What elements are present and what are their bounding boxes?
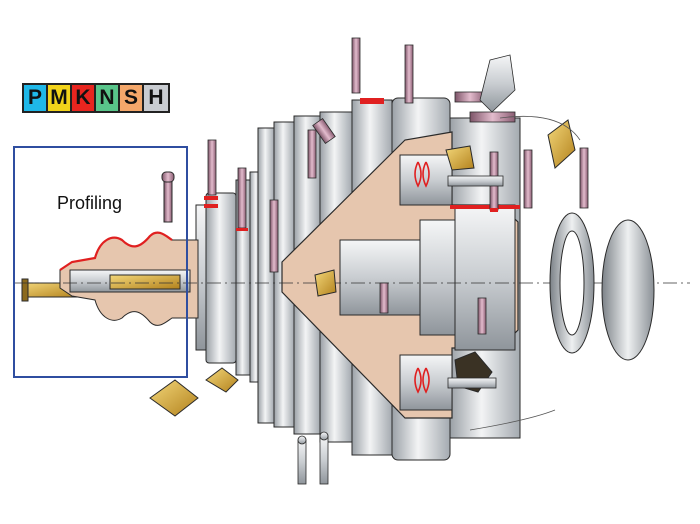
profiling-shaft [21,171,199,326]
material-group-strip: P M K N S H [22,83,170,113]
material-p: P [24,85,48,111]
material-k: K [72,85,96,111]
sectioned-cutaway [281,98,520,419]
motion-arcs [469,115,581,431]
bottom-tools [297,431,329,485]
bearing-rings [549,212,655,361]
material-n: N [96,85,120,111]
material-s: S [120,85,144,111]
profiling-label: Profiling [57,193,123,213]
profiling-callout-box [13,146,188,378]
material-m: M [48,85,72,111]
threading-bars [447,54,516,389]
material-h: H [144,85,168,111]
cut-markers [204,196,498,231]
